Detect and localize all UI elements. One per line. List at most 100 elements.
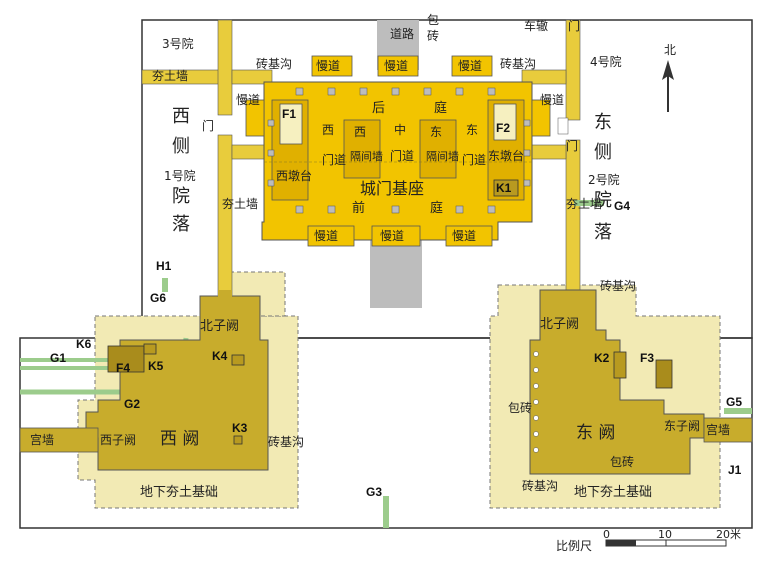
north-top-wall-right <box>521 69 567 85</box>
ramp-e <box>531 99 551 137</box>
label-ramp-n1: 慢道 <box>316 59 340 73</box>
label-zhuan: 砖 <box>427 28 439 43</box>
label-mid-2: 门道 <box>390 148 414 163</box>
label-west-court-4: 落 <box>172 214 190 235</box>
room-k5 <box>143 343 157 355</box>
label-palace-wall-e: 宫墙 <box>706 422 730 437</box>
label-w-part-1: 西 <box>354 125 366 139</box>
code-f4: F4 <box>116 361 130 375</box>
label-ramp-e: 慢道 <box>540 93 564 107</box>
label-e-gate-2: 门道 <box>462 152 486 167</box>
label-gate-top: 门 <box>568 18 580 33</box>
west-vertical-wall-top <box>217 19 233 116</box>
code-j1: J1 <box>728 463 742 477</box>
label-back-2: 庭 <box>434 100 447 116</box>
room-f4 <box>107 345 145 373</box>
code-f3: F3 <box>640 351 654 365</box>
room-k4 <box>231 354 245 366</box>
east-vertical-wall-bottom <box>565 139 581 291</box>
room-k2 <box>613 351 627 379</box>
label-brick-ditch-e2: 砖基沟 <box>600 278 636 293</box>
label-east-sub-que: 东子阙 <box>664 419 700 433</box>
east-palace-wall <box>703 417 753 443</box>
label-underground-w: 地下夯土基础 <box>140 485 218 500</box>
label-scale-20: 20米 <box>716 528 741 541</box>
label-e-gate-1: 东 <box>466 123 478 137</box>
label-north-sub-que-e: 北子阙 <box>540 317 579 332</box>
north-top-wall-left <box>231 69 273 85</box>
label-front-1: 前 <box>352 200 365 216</box>
label-rammed-wall-e: 夯土墙 <box>566 197 602 211</box>
label-scale-title: 比例尺 <box>556 539 592 553</box>
east-connector-wall <box>527 144 567 160</box>
label-west-court-2: 侧 <box>172 136 190 157</box>
room-f1 <box>279 103 303 145</box>
code-k5: K5 <box>148 359 164 373</box>
label-w-gate-1: 西 <box>322 123 334 137</box>
ramp-n1 <box>311 55 353 77</box>
west-vertical-wall-bottom <box>217 134 233 296</box>
west-north-connector <box>218 290 232 300</box>
code-k6: K6 <box>76 337 92 351</box>
ramp-n3 <box>451 55 493 77</box>
west-connector-wall <box>231 144 269 160</box>
label-gate-base: 城门基座 <box>360 179 424 198</box>
pipe-g6 <box>162 278 168 292</box>
room-k1 <box>493 179 519 197</box>
label-front-2: 庭 <box>430 200 443 216</box>
scale-bar <box>605 539 727 547</box>
label-courtyard-2: 2号院 <box>588 173 620 187</box>
code-k2: K2 <box>594 351 610 365</box>
code-g4: G4 <box>614 199 630 213</box>
ramp-n2 <box>377 55 419 77</box>
label-west-court-3: 院 <box>172 186 190 207</box>
label-north: 北 <box>664 43 676 57</box>
label-underground-e: 地下夯土基础 <box>574 485 652 500</box>
label-west-court-1: 西 <box>172 106 190 127</box>
label-ramp-s2: 慢道 <box>380 229 404 243</box>
label-ramp-w: 慢道 <box>236 93 260 107</box>
label-brick-ditch-w2: 砖基沟 <box>268 434 304 449</box>
room-f3 <box>655 359 673 389</box>
label-mid-1: 中 <box>394 122 406 137</box>
label-ramp-n2: 慢道 <box>384 59 408 73</box>
pipe-g4 <box>574 200 604 206</box>
label-brick-ditch-s: 砖基沟 <box>522 478 558 493</box>
west-partition-wall <box>343 119 381 179</box>
label-brick-ditch-w: 砖基沟 <box>256 56 292 71</box>
label-brick-wrap-1: 包砖 <box>508 400 532 415</box>
brick-column-sockets <box>533 351 539 453</box>
ramp-s1 <box>307 225 355 247</box>
ramp-s3 <box>445 225 493 247</box>
code-f1: F1 <box>282 107 296 121</box>
label-e-part-1: 东 <box>430 125 442 139</box>
label-e-part-2: 隔间墙 <box>426 149 459 163</box>
pipe-g1 <box>20 358 112 370</box>
label-west-sub-que: 西子阙 <box>100 433 136 447</box>
north-arrow <box>662 60 674 112</box>
label-chezhe: 车辙 <box>524 18 548 33</box>
label-east-gate: 门 <box>566 138 578 153</box>
label-east-court-4: 落 <box>594 222 612 243</box>
label-courtyard-3: 3号院 <box>162 37 194 51</box>
code-h1: H1 <box>156 259 172 273</box>
label-east-court-2: 侧 <box>594 142 612 163</box>
label-w-part-2: 隔间墙 <box>350 149 383 163</box>
label-east-court-1: 东 <box>594 112 612 133</box>
label-w-gate-2: 门道 <box>322 152 346 167</box>
label-east-que: 东 阙 <box>576 423 615 443</box>
label-ramp-s1: 慢道 <box>314 229 338 243</box>
room-k3 <box>233 435 243 445</box>
pipe-g5 <box>724 408 752 414</box>
label-ramp-s3: 慢道 <box>452 229 476 243</box>
label-west-que: 西 阙 <box>160 429 199 449</box>
label-courtyard-4: 4号院 <box>590 55 622 69</box>
code-g2: G2 <box>124 397 140 411</box>
ramp-s2 <box>371 225 421 247</box>
label-scale-0: 0 <box>603 528 610 541</box>
west-palace-wall <box>19 427 99 453</box>
pillar-sockets <box>267 87 569 214</box>
label-rammed-wall: 夯土墙 <box>152 69 188 83</box>
code-k4: K4 <box>212 349 228 363</box>
